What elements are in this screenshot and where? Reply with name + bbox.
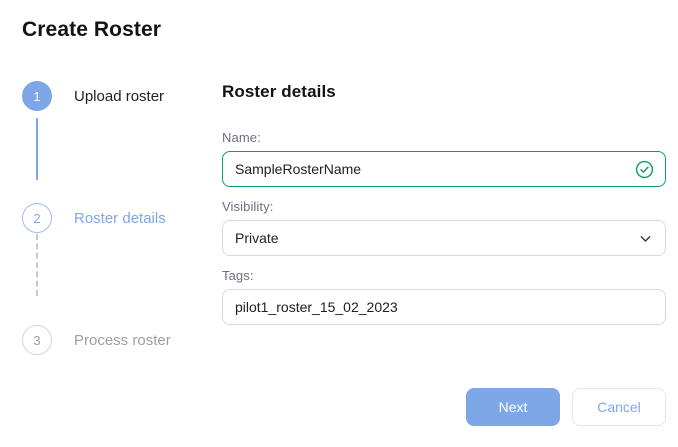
step-number-badge-1: 1 (22, 81, 52, 111)
step-label-upload-roster: Upload roster (74, 87, 165, 105)
field-visibility: Visibility: Private (222, 199, 666, 256)
progress-stepper: 1 Upload roster 2 Roster details 3 Proce… (22, 78, 207, 358)
label-tags: Tags: (222, 268, 254, 283)
stepper-step-process-roster[interactable]: 3 Process roster (22, 322, 207, 358)
page-title: Create Roster (22, 18, 162, 41)
check-circle-icon (635, 160, 654, 179)
tags-input[interactable] (223, 298, 665, 316)
field-name: Name: (222, 130, 666, 187)
step-number-badge-3: 3 (22, 325, 52, 355)
cancel-button[interactable]: Cancel (572, 388, 666, 426)
visibility-select-wrapper[interactable]: Private (222, 220, 666, 256)
field-tags: Tags: (222, 268, 666, 325)
chevron-down-icon[interactable] (637, 230, 654, 247)
label-name: Name: (222, 130, 261, 145)
next-button[interactable]: Next (466, 388, 560, 426)
step-connector-dashed (36, 234, 38, 296)
name-input-wrapper[interactable] (222, 151, 666, 187)
step-connector-solid (36, 118, 38, 180)
stepper-step-roster-details[interactable]: 2 Roster details (22, 200, 207, 236)
visibility-select-value: Private (235, 230, 279, 246)
step-label-roster-details: Roster details (74, 209, 166, 227)
roster-details-form: Roster details Name: Visibility: Private (222, 82, 666, 337)
name-input[interactable] (223, 160, 635, 178)
step-label-process-roster: Process roster (74, 331, 171, 349)
form-actions: Next Cancel (222, 388, 666, 426)
step-number-badge-2: 2 (22, 203, 52, 233)
stepper-step-upload-roster[interactable]: 1 Upload roster (22, 78, 207, 114)
tags-input-wrapper[interactable] (222, 289, 666, 325)
label-visibility: Visibility: (222, 199, 274, 214)
form-heading: Roster details (222, 82, 336, 101)
